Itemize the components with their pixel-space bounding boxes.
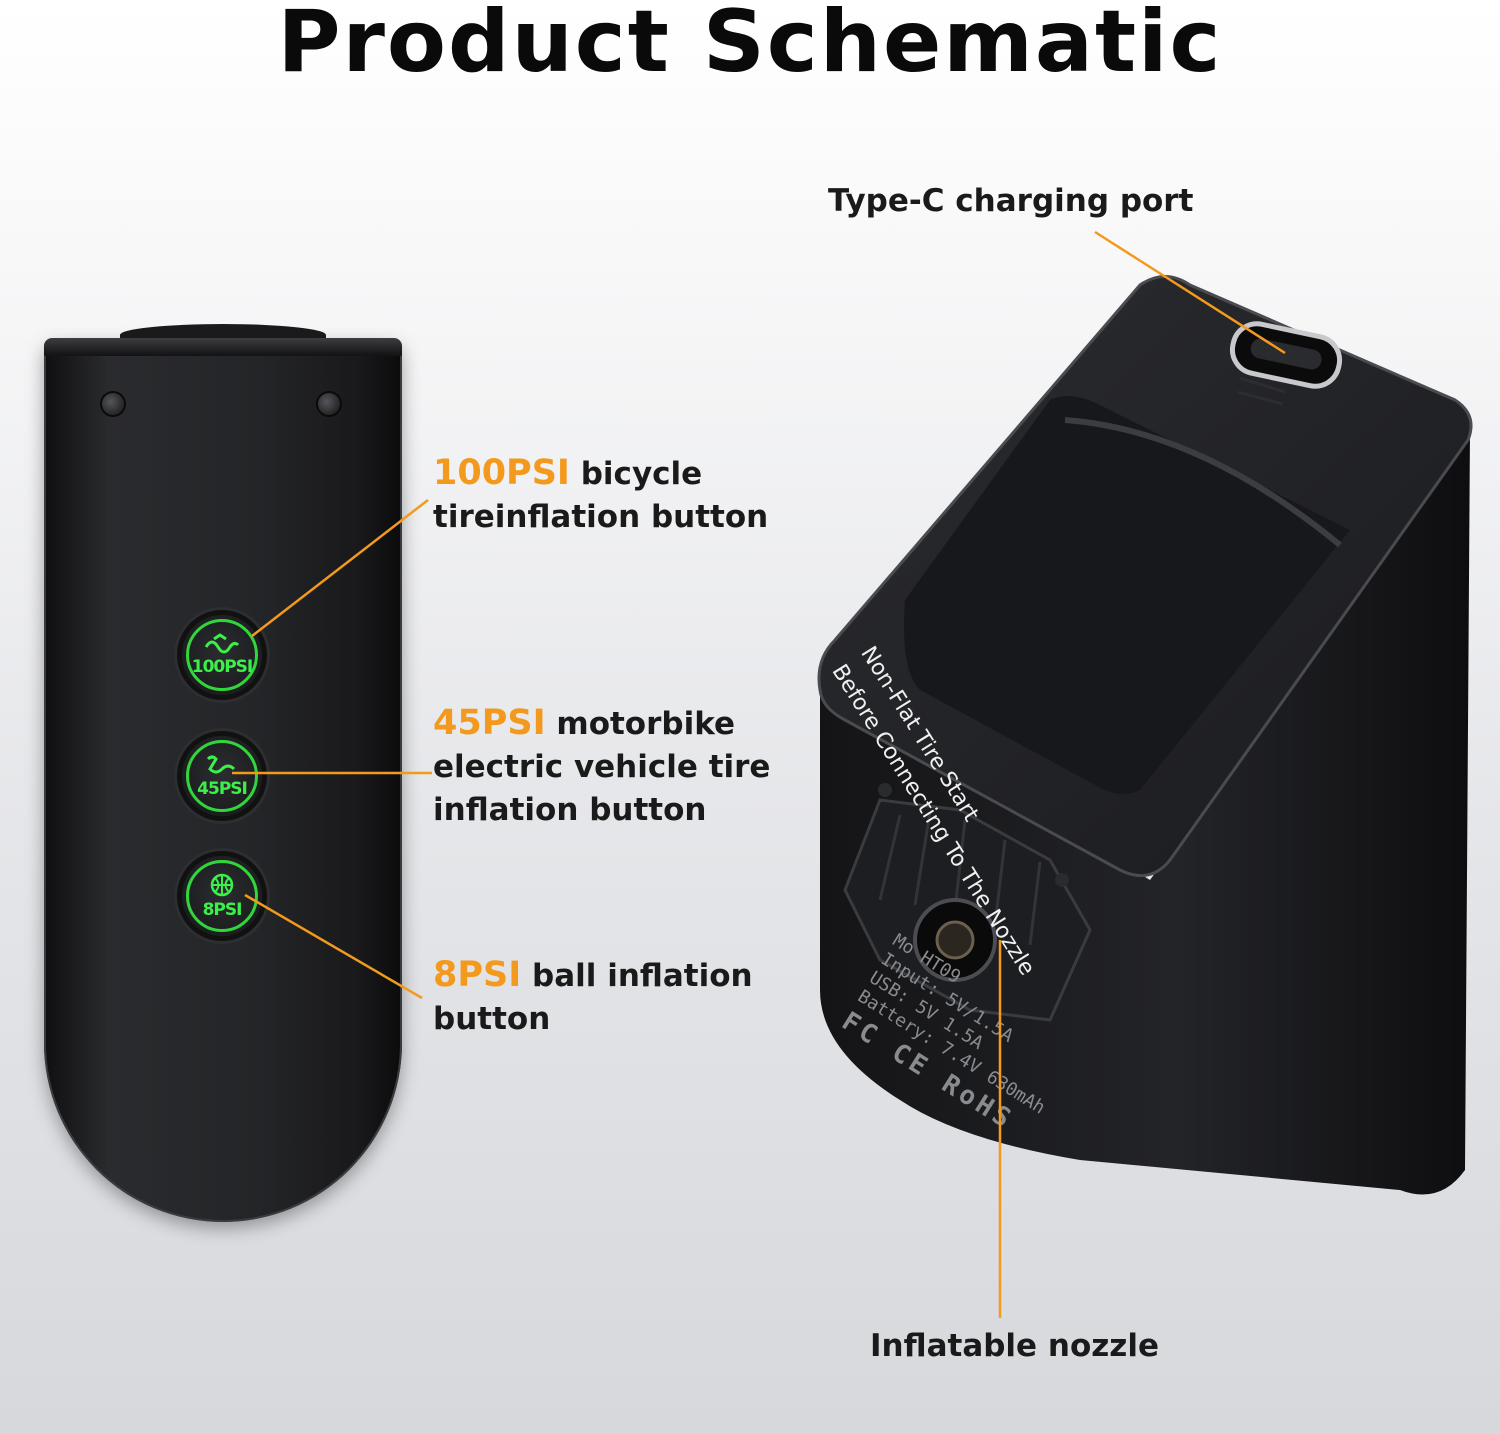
button-label: 100PSI (191, 657, 254, 677)
callout-text: electric vehicle tire (433, 749, 771, 785)
callout-text: motorbike (545, 706, 736, 742)
button-label: 45PSI (197, 779, 248, 799)
nozzle-inner (935, 920, 975, 960)
motorbike-icon (206, 755, 236, 774)
callout-bicycle: 100PSI bicycle tireinflation button (433, 452, 768, 539)
button-45psi[interactable]: 45PSI (182, 736, 262, 816)
page-title: Product Schematic (277, 0, 1223, 92)
pump-screw (878, 783, 892, 797)
button-ring (186, 619, 258, 691)
callout-text: Inflatable nozzle (870, 1328, 1159, 1364)
leader-line-ball (244, 893, 423, 1000)
button-ring (186, 860, 258, 932)
button-label: 8PSI (202, 900, 243, 920)
screw-left (102, 393, 124, 415)
callout-ball: 8PSI ball inflation button (433, 954, 753, 1041)
callout-text: Type-C charging port (828, 183, 1194, 219)
leader-line-type-c (1094, 230, 1286, 355)
port-slit (1237, 376, 1286, 406)
callout-text: tireinflation button (433, 499, 769, 535)
ball-icon (210, 873, 234, 897)
screw-right (318, 393, 340, 415)
callout-motorbike: 45PSI motorbike electric vehicle tire in… (433, 702, 770, 832)
leader-line-bicycle (251, 499, 429, 637)
pump-top-highlight (1064, 417, 1342, 548)
callout-text: ball inflation (521, 958, 753, 994)
callout-type-c: Type-C charging port (828, 180, 1193, 223)
pump-screw (1055, 873, 1069, 887)
callout-highlight: 45PSI (433, 703, 546, 743)
remote-top-edge (44, 338, 402, 356)
callout-text: inflation button (433, 792, 707, 828)
bicycle-icon (204, 633, 240, 654)
callout-text: bicycle (569, 456, 703, 492)
callout-highlight: 100PSI (433, 453, 570, 493)
pump-top-recess (904, 396, 1350, 794)
callout-nozzle: Inflatable nozzle (870, 1325, 1159, 1368)
button-100psi[interactable]: 100PSI (182, 615, 262, 695)
callout-text: button (433, 1001, 551, 1037)
pump-device (817, 275, 1473, 1195)
type-c-port-inner (1250, 338, 1322, 370)
nozzle-ribs (878, 811, 1042, 946)
button-ring (186, 740, 258, 812)
callout-highlight: 8PSI (433, 955, 522, 995)
